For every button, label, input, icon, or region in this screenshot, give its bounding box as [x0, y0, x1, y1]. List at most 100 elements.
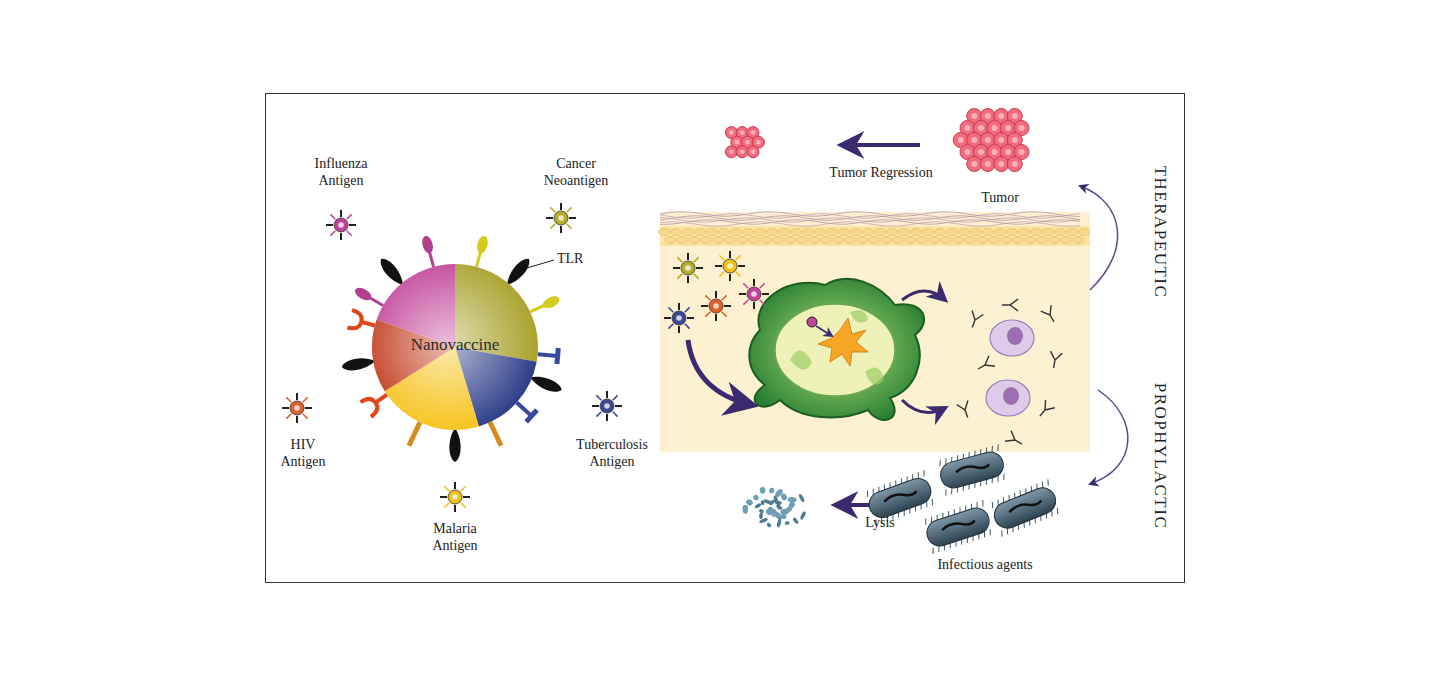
annotation-label: Tumor Regression	[816, 164, 946, 181]
skin-cell	[659, 229, 670, 236]
skin-cell	[851, 229, 862, 236]
nanoparticle-circle: Nanovaccine	[372, 264, 538, 430]
skin-cell	[791, 229, 802, 236]
fragment	[776, 518, 782, 528]
antigen-icon	[282, 393, 312, 423]
fragment	[752, 494, 759, 501]
skin-cell	[845, 237, 856, 244]
skin-cell	[875, 229, 886, 236]
skin-cell	[707, 229, 718, 236]
skin-cell	[947, 229, 958, 236]
antibody	[1005, 431, 1025, 449]
skin-cell	[971, 229, 982, 236]
tumor-nucleus	[1019, 149, 1025, 155]
tumor-nucleus	[985, 161, 991, 167]
skin-cell	[1007, 229, 1018, 236]
annotation-label: Lysis	[855, 514, 905, 531]
annotation-label: Cancer Neoantigen	[531, 155, 621, 189]
tumor-cell	[994, 157, 1009, 172]
fragment	[766, 522, 772, 528]
antibodies-and-cells	[957, 299, 1063, 449]
tumor-nucleus	[958, 137, 964, 143]
skin-cell	[1055, 229, 1066, 236]
skin-cell	[677, 237, 688, 244]
tumor-cell	[980, 157, 995, 172]
flow-arrow	[902, 400, 945, 413]
skin-cell	[821, 237, 832, 244]
annotation-label: Tumor	[960, 189, 1040, 206]
skin-cell	[701, 237, 712, 244]
skin-cell	[731, 229, 742, 236]
fragment	[769, 487, 775, 494]
skin-cell	[905, 237, 916, 244]
tumor-nucleus	[971, 161, 977, 167]
dendritic-cell	[818, 318, 868, 366]
tumor-cell	[967, 157, 982, 172]
skin-cell	[761, 237, 772, 244]
skin-cell	[755, 229, 766, 236]
antibody	[1035, 400, 1054, 420]
fiber	[660, 218, 1080, 223]
skin-cell	[1019, 229, 1030, 236]
fiber	[660, 222, 1080, 226]
fragment	[758, 508, 764, 514]
skin-cell	[737, 237, 748, 244]
annotation-label: Tuberculosis Antigen	[562, 436, 662, 470]
bacterium	[922, 500, 994, 554]
fragment	[780, 493, 788, 502]
fragment	[780, 508, 790, 515]
antibody	[1002, 299, 1018, 311]
skin-cell	[929, 237, 940, 244]
tumor-nucleus	[740, 149, 745, 154]
fragment	[759, 512, 763, 519]
skin-cell	[1013, 237, 1024, 244]
tumor-nucleus	[992, 149, 998, 155]
plasma-cell	[990, 320, 1034, 356]
skin-cell	[1049, 237, 1060, 244]
ligand	[537, 346, 558, 364]
skin-cell	[935, 229, 946, 236]
skin-cells	[659, 229, 1090, 244]
cell-nucleus	[1003, 387, 1019, 405]
bacterium	[936, 444, 1007, 495]
tumor-nucleus	[985, 137, 991, 143]
skin-cell	[1031, 229, 1042, 236]
skin-cell	[695, 229, 706, 236]
tumor-nucleus	[998, 113, 1004, 119]
tumor-nucleus	[1012, 161, 1018, 167]
antigen-icon	[715, 251, 745, 281]
lymph-node-follicles	[790, 310, 884, 384]
skin-cell	[863, 229, 874, 236]
cell-nucleus	[1007, 327, 1023, 345]
skin-cell	[833, 237, 844, 244]
skin-cell	[785, 237, 796, 244]
fragment	[742, 505, 748, 514]
lymph-node-core	[775, 304, 895, 396]
tumor-nucleus	[729, 130, 734, 135]
skin-cell	[1061, 237, 1072, 244]
skin-cell	[893, 237, 904, 244]
antibody	[957, 400, 974, 419]
skin-cell	[779, 229, 790, 236]
fragment	[745, 498, 754, 506]
tumor-nucleus	[734, 140, 739, 145]
skin-cell	[815, 229, 826, 236]
fragment	[792, 517, 799, 525]
skin-cell	[857, 237, 868, 244]
antigen-icon	[326, 210, 356, 240]
skin-cell	[803, 229, 814, 236]
tumor-nucleus	[998, 161, 1004, 167]
category-label: PROPHYLACTIC	[1149, 356, 1171, 556]
skin-cell	[719, 229, 730, 236]
lysed-fragments	[742, 486, 806, 528]
tumor-nucleus	[751, 130, 756, 135]
skin-cell	[1043, 229, 1054, 236]
skin-cell	[965, 237, 976, 244]
skin-cell	[713, 237, 724, 244]
captured-antigen	[807, 317, 817, 327]
tumor-nucleus	[1012, 113, 1018, 119]
bacterium	[989, 479, 1062, 536]
skin-cell	[881, 237, 892, 244]
tumor-nucleus	[985, 113, 991, 119]
